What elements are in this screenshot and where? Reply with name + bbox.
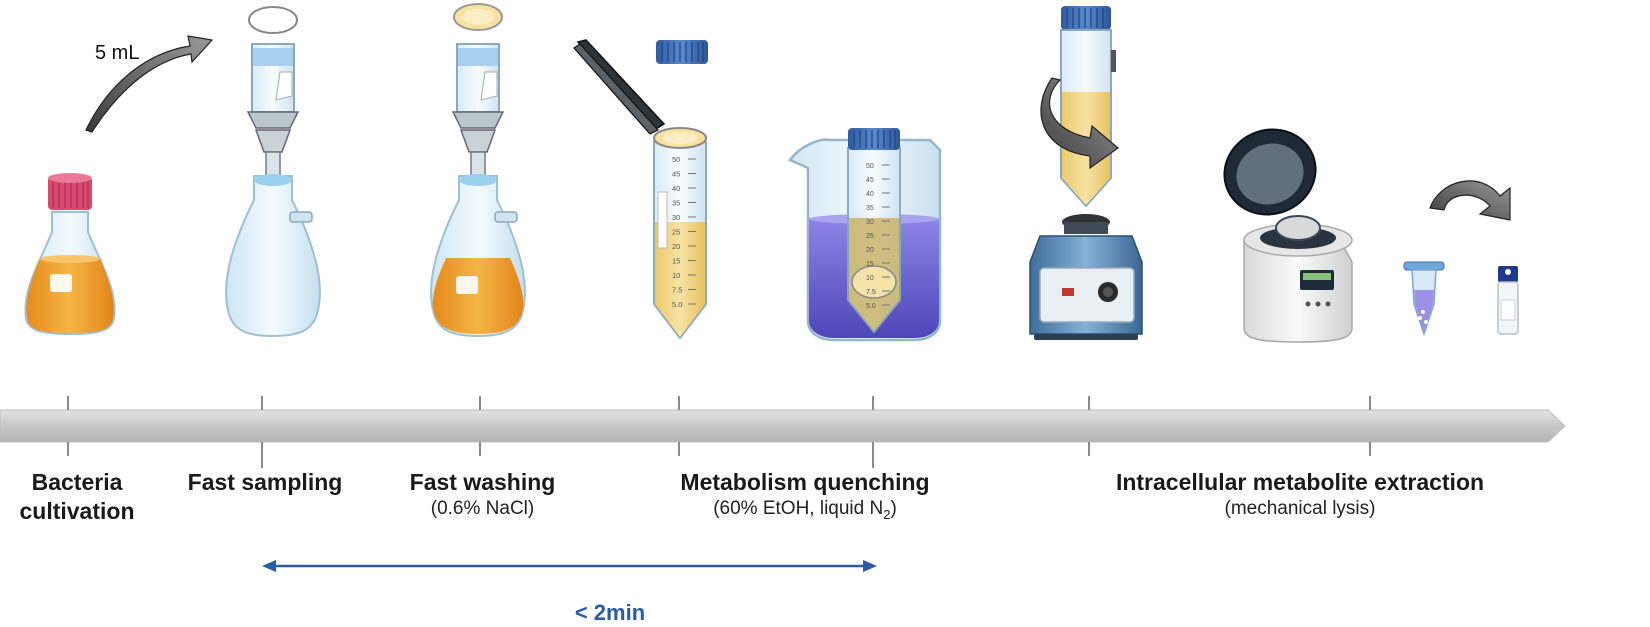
step-note: (60% EtOH, liquid N2) [660, 497, 950, 523]
filtration-setup-icon [225, 6, 321, 338]
time-window-arrow [262, 560, 877, 572]
scale-label: 5.0 [866, 303, 876, 310]
transfer-arrow-2-icon [1429, 180, 1511, 221]
timeline-ticks [67, 396, 1371, 468]
scale-label: 35 [866, 205, 874, 212]
sample-volume-label: 5 mL [95, 42, 140, 64]
washing-setup-icon [430, 3, 526, 338]
step-fast-washing: Fast washing (0.6% NaCl) [400, 468, 565, 522]
scale-label: 35 [672, 199, 680, 208]
quench-beaker-icon: 50 45 40 35 30 25 20 15 10 7.5 5.0 [788, 128, 942, 342]
scale-label: 30 [866, 219, 874, 226]
falcon-tube-icon: 50 45 40 35 30 25 20 15 10 7.5 5.0 [653, 127, 707, 340]
step-note: (mechanical lysis) [1224, 498, 1376, 520]
scale-label: 45 [866, 177, 874, 184]
transfer-arrow-icon [85, 35, 214, 133]
bead-mill-icon [1223, 128, 1353, 343]
vial-icon [1497, 266, 1519, 335]
step-note: (0.6% NaCl) [430, 498, 535, 520]
note-subscript: 2 [883, 507, 891, 523]
step-title: Bacteria [31, 469, 123, 495]
tube-scale-bath: 50 45 40 35 30 25 20 15 10 7.5 5.0 [866, 163, 890, 310]
step-metabolism-quenching: Metabolism quenching (60% EtOH, liquid N… [660, 468, 950, 524]
tweezers-icon [573, 39, 666, 135]
timeline-bar [0, 409, 1566, 443]
eppendorf-tube-icon [1403, 261, 1445, 337]
vortex-mixer-icon [1029, 214, 1143, 340]
scale-label: 15 [866, 261, 874, 268]
scale-label: 7.5 [866, 289, 876, 296]
scale-label: 25 [866, 233, 874, 240]
scale-label: 30 [672, 213, 680, 222]
scale-label: 40 [672, 184, 680, 193]
culture-flask-icon [24, 173, 116, 336]
scale-label: 45 [672, 170, 680, 179]
scale-label: 50 [866, 163, 874, 170]
step-title: Metabolism quenching [680, 469, 930, 495]
scale-label: 10 [672, 271, 680, 280]
tube-scale: 50 45 40 35 30 25 20 15 10 7.5 5.0 [672, 155, 696, 309]
scale-label: 15 [672, 257, 680, 266]
step-title: Fast sampling [187, 469, 343, 495]
step-title: Intracellular metabolite extraction [1115, 469, 1485, 495]
vortex-tube-icon [1040, 6, 1119, 208]
note-tail: ) [890, 498, 897, 520]
step-bacteria-cultivation: Bacteria cultivation [12, 468, 142, 527]
step-title: Fast washing [409, 469, 556, 495]
scale-label: 20 [866, 247, 874, 254]
scale-label: 20 [672, 242, 680, 251]
step-title-line2: cultivation [19, 498, 135, 525]
scale-label: 7.5 [672, 286, 682, 295]
scale-label: 25 [672, 228, 680, 237]
scale-label: 5.0 [672, 300, 682, 309]
scale-label: 50 [672, 155, 680, 164]
scale-label: 40 [866, 191, 874, 198]
note-text: (60% EtOH, liquid N [713, 498, 884, 520]
blue-cap-icon [656, 40, 708, 64]
step-fast-sampling: Fast sampling [170, 468, 360, 497]
step-metabolite-extraction: Intracellular metabolite extraction (mec… [1090, 468, 1510, 522]
time-window-label: < 2min [574, 600, 646, 625]
scale-label: 10 [866, 275, 874, 282]
